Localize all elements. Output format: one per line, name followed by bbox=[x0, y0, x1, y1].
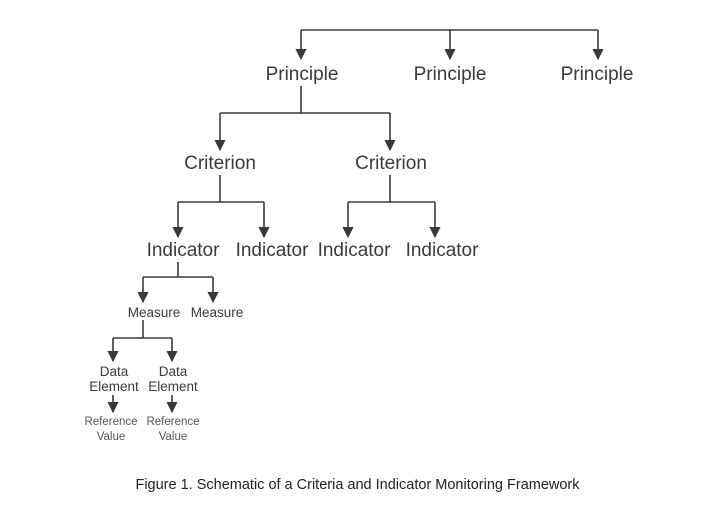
edges-measure-elements bbox=[107, 320, 178, 363]
edges-element-reference bbox=[107, 395, 178, 414]
edges-principle-criteria bbox=[214, 86, 396, 152]
reference-value-node-2-line1: Reference bbox=[146, 416, 199, 428]
framework-diagram: Principle Principle Principle Criterion … bbox=[84, 29, 634, 443]
principle-node-2: Principle bbox=[414, 64, 487, 85]
principle-node-3: Principle bbox=[561, 64, 634, 85]
edges-root bbox=[295, 29, 604, 61]
edges-criteria-indicators bbox=[172, 175, 441, 239]
indicator-node-2: Indicator bbox=[236, 240, 310, 261]
data-element-node-2-line2: Element bbox=[148, 379, 198, 394]
indicator-node-1: Indicator bbox=[147, 240, 221, 261]
data-element-node-2-line1: Data bbox=[159, 364, 188, 379]
edges-indicator-measures bbox=[137, 262, 219, 304]
criterion-node-2: Criterion bbox=[355, 153, 427, 174]
reference-value-node-1-line1: Reference bbox=[84, 416, 137, 428]
measure-node-2: Measure bbox=[191, 305, 244, 320]
principle-node-1: Principle bbox=[266, 64, 339, 85]
measure-node-1: Measure bbox=[128, 305, 181, 320]
indicator-node-4: Indicator bbox=[406, 240, 480, 261]
data-element-node-1-line2: Element bbox=[89, 379, 139, 394]
indicator-node-3: Indicator bbox=[318, 240, 392, 261]
reference-value-node-2-line2: Value bbox=[159, 431, 188, 443]
reference-value-node-1-line2: Value bbox=[97, 431, 126, 443]
data-element-node-1-line1: Data bbox=[100, 364, 129, 379]
figure-caption: Figure 1. Schematic of a Criteria and In… bbox=[135, 477, 580, 493]
criterion-node-1: Criterion bbox=[184, 153, 256, 174]
